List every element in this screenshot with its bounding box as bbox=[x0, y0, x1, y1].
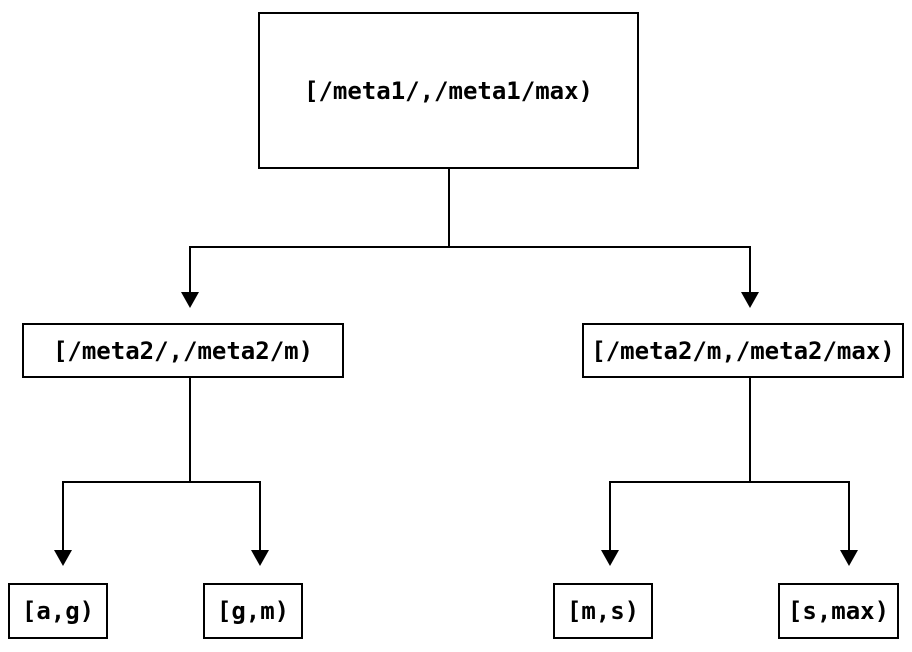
edge-root-to-left-child bbox=[189, 248, 191, 292]
edge-right-child-stem bbox=[749, 378, 751, 483]
edge-right-child-to-leaf-s-max bbox=[848, 483, 850, 550]
edge-right-child-to-leaf-m-s bbox=[609, 483, 611, 550]
tree-node-leaf-a-g: [a,g) bbox=[8, 583, 108, 639]
edge-root-to-right-child bbox=[749, 248, 751, 292]
edge-right-children-rail bbox=[609, 481, 850, 483]
tree-node-right-child: [/meta2/m,/meta2/max) bbox=[582, 323, 904, 378]
arrowhead-down-icon bbox=[54, 550, 72, 566]
edge-left-child-to-leaf-g-m bbox=[259, 483, 261, 550]
tree-node-leaf-m-s: [m,s) bbox=[553, 583, 653, 639]
tree-node-leaf-s-max: [s,max) bbox=[778, 583, 899, 639]
edge-left-child-stem bbox=[189, 378, 191, 483]
arrowhead-down-icon bbox=[181, 292, 199, 308]
arrowhead-down-icon bbox=[601, 550, 619, 566]
edge-left-children-rail bbox=[62, 481, 261, 483]
tree-node-root: [/meta1/,/meta1/max) bbox=[258, 12, 639, 169]
edge-left-child-to-leaf-a-g bbox=[62, 483, 64, 550]
edge-root-children-rail bbox=[189, 246, 751, 248]
arrowhead-down-icon bbox=[251, 550, 269, 566]
tree-node-leaf-g-m: [g,m) bbox=[203, 583, 303, 639]
edge-root-stem bbox=[448, 169, 450, 248]
arrowhead-down-icon bbox=[741, 292, 759, 308]
tree-node-left-child: [/meta2/,/meta2/m) bbox=[22, 323, 344, 378]
arrowhead-down-icon bbox=[840, 550, 858, 566]
